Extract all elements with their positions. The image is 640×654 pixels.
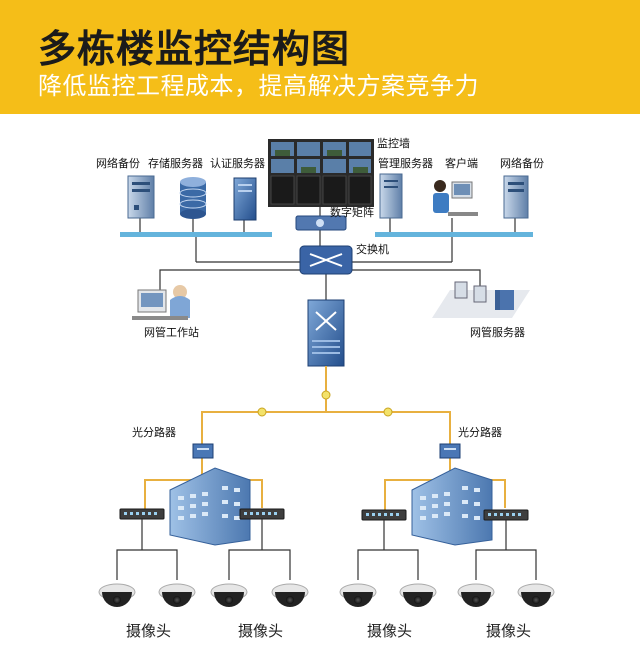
monitor-wall-icon xyxy=(268,139,374,207)
network-backup-right-icon xyxy=(503,175,529,219)
camera-icon xyxy=(517,583,555,607)
storage-server-icon xyxy=(179,177,207,219)
camera-icon xyxy=(399,583,437,607)
management-server-icon xyxy=(379,173,403,219)
splitter-left-icon xyxy=(192,443,214,459)
digital-matrix-icon xyxy=(295,215,347,231)
label-network-backup-left: 网络备份 xyxy=(96,157,140,170)
core-switch-icon xyxy=(299,245,353,275)
core-router-icon xyxy=(307,299,345,367)
camera-group-label-2: 摄像头 xyxy=(238,622,284,640)
access-switch-3-icon xyxy=(361,509,407,521)
camera-icon xyxy=(158,583,196,607)
camera-icon xyxy=(210,583,248,607)
label-splitter-right: 光分路器 xyxy=(458,426,502,439)
splitter-right-icon xyxy=(439,443,461,459)
access-switch-4-icon xyxy=(483,509,529,521)
label-management-server: 管理服务器 xyxy=(378,157,433,170)
camera-wiring xyxy=(116,519,537,580)
label-nms-server: 网管服务器 xyxy=(470,326,525,339)
network-backup-left-icon xyxy=(127,175,155,219)
label-client: 客户端 xyxy=(445,157,478,170)
camera-group-label-1: 摄像头 xyxy=(126,622,172,640)
access-switch-2-icon xyxy=(239,508,285,520)
client-icon xyxy=(433,180,478,216)
camera-icon xyxy=(271,583,309,607)
camera-group-label-3: 摄像头 xyxy=(367,622,413,640)
diagram-title: 多栋楼监控结构图 xyxy=(38,27,351,71)
label-network-backup-right: 网络备份 xyxy=(500,157,544,170)
camera-icon xyxy=(339,583,377,607)
access-switch-1-icon xyxy=(119,508,165,520)
label-storage-server: 存储服务器 xyxy=(148,157,203,170)
lan-bus-left xyxy=(120,232,272,237)
title-banner: 多栋楼监控结构图 降低监控工程成本，提高解决方案竞争力 xyxy=(0,0,640,114)
building-left-icon xyxy=(169,467,251,546)
auth-server-icon xyxy=(233,177,257,221)
fiber-joints xyxy=(257,390,393,417)
diagram-subtitle: 降低监控工程成本，提高解决方案竞争力 xyxy=(38,72,479,100)
label-monitor-wall: 监控墙 xyxy=(377,137,410,150)
camera-group-label-4: 摄像头 xyxy=(486,622,532,640)
label-digital-matrix: 数字矩阵 xyxy=(330,206,374,219)
label-auth-server: 认证服务器 xyxy=(210,157,265,170)
label-switch: 交换机 xyxy=(356,243,389,256)
label-splitter-left: 光分路器 xyxy=(132,426,176,439)
camera-icon xyxy=(457,583,495,607)
nms-server-icon xyxy=(432,281,530,318)
building-right-icon xyxy=(411,467,493,546)
lan-bus-right xyxy=(375,232,533,237)
camera-icon xyxy=(98,583,136,607)
label-nms-workstation: 网管工作站 xyxy=(144,326,199,339)
nms-workstation-icon xyxy=(132,285,190,320)
